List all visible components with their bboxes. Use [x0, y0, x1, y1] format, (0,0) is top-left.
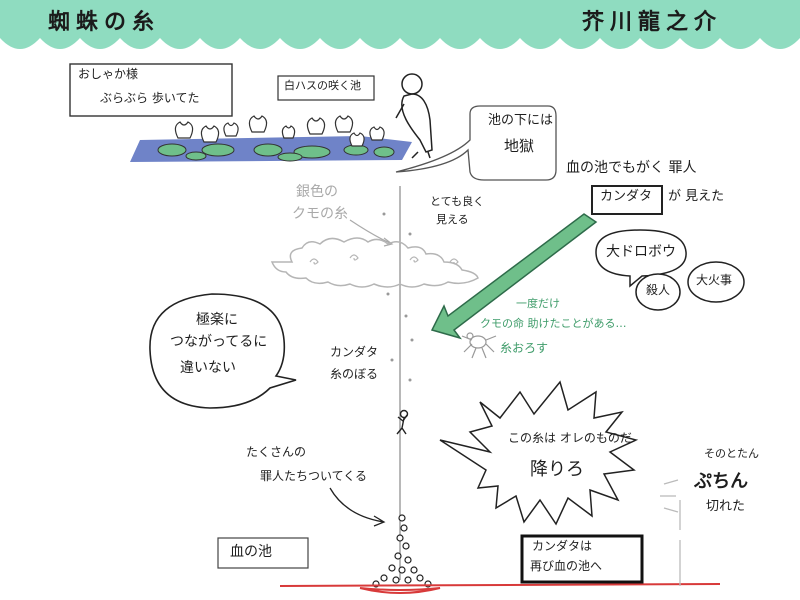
- oshaka-caption-line2: ぶらぶら 歩いてた: [100, 91, 200, 105]
- author-name: 芥川龍之介: [582, 10, 723, 35]
- lotus-pond-caption: 白ハスの咲く池: [284, 79, 361, 92]
- shout-line2: 降りろ: [530, 459, 584, 480]
- blood-pond-caption-box: [217, 537, 309, 569]
- oshaka-caption-box: [69, 63, 233, 117]
- story-title: 蜘蛛の糸: [48, 10, 161, 35]
- hell-speech-bubble: [395, 105, 557, 181]
- shout-line1: この糸は オレのものだ: [508, 431, 632, 445]
- many-sinners-line2: 罪人たちついてくる: [260, 469, 368, 483]
- header-wave-band: [0, 0, 800, 49]
- back-to-pond-box: [520, 534, 644, 584]
- thread-dots: [382, 212, 414, 382]
- paradise-caption-line2: つながってるに: [170, 334, 268, 350]
- paradise-speech-bubble: [149, 293, 297, 409]
- shout-speech-bubble: [439, 380, 639, 526]
- oshaka-figure: [395, 73, 433, 159]
- lotus-leaves: [157, 143, 395, 162]
- snapped-caption: 切れた: [706, 499, 746, 514]
- kandata-name-box: カンダタ: [600, 189, 653, 204]
- blood-pond-line: [279, 583, 721, 594]
- kandata-box-outer: [591, 185, 663, 215]
- then-caption: そのとたん: [704, 447, 759, 460]
- sinners-crowd: [372, 514, 432, 588]
- kandata-climbing-figure: [396, 409, 409, 435]
- snap-sparks: [660, 479, 681, 586]
- visible-caption-line1: とても良く: [430, 195, 485, 208]
- kandata-climb-line2: 糸のぼる: [330, 367, 379, 381]
- crime-bubble-main: [595, 229, 687, 288]
- lotus-flowers: [174, 115, 385, 147]
- blood-pond-struggle-caption: 血の池でもがく 罪人: [566, 160, 697, 176]
- blood-pond-caption: 血の池: [230, 544, 272, 560]
- hell-caption-line2: 地獄: [504, 137, 535, 155]
- crime-bubble-murder: [635, 273, 681, 311]
- paradise-caption-line1: 極楽に: [196, 312, 238, 328]
- visible-caption-line2: 見える: [436, 213, 469, 226]
- cloud-band: [270, 237, 479, 288]
- once-saved-caption-line1: 一度だけ: [516, 297, 560, 310]
- green-descent-arrow: [430, 213, 598, 340]
- lower-thread-caption: 糸おろす: [500, 341, 549, 355]
- crime-arson: 大火事: [696, 273, 733, 287]
- back-to-pond-line1: カンダタは: [532, 539, 593, 553]
- lotus-pond-caption-box: [277, 75, 375, 101]
- crime-bubble-arson: [687, 261, 745, 303]
- back-to-pond-line2: 再び血の池へ: [530, 559, 603, 573]
- once-saved-caption-line2: クモの命 助けたことがある…: [480, 317, 627, 330]
- cloud-swirls: [309, 254, 459, 265]
- was-seen-caption: が 見えた: [668, 189, 725, 204]
- hell-caption-line1: 池の下には: [488, 113, 554, 128]
- snap-sound: ぷちん: [694, 471, 749, 492]
- crime-big-thief: 大ドロボウ: [606, 244, 676, 260]
- spider-drawing: [461, 332, 497, 359]
- silver-thread-caption-line1: 銀色の: [296, 184, 338, 200]
- oshaka-caption-line1: おしゃか様: [78, 67, 139, 81]
- crime-murder: 殺人: [646, 283, 671, 297]
- silver-thread-caption-line2: クモの糸: [292, 206, 348, 222]
- sinners-arrow: [329, 487, 386, 527]
- paradise-caption-line3: 違いない: [180, 360, 236, 376]
- silver-thread-arrow: [349, 219, 394, 247]
- kandata-climb-line1: カンダタ: [330, 345, 379, 359]
- many-sinners-line1: たくさんの: [246, 445, 307, 459]
